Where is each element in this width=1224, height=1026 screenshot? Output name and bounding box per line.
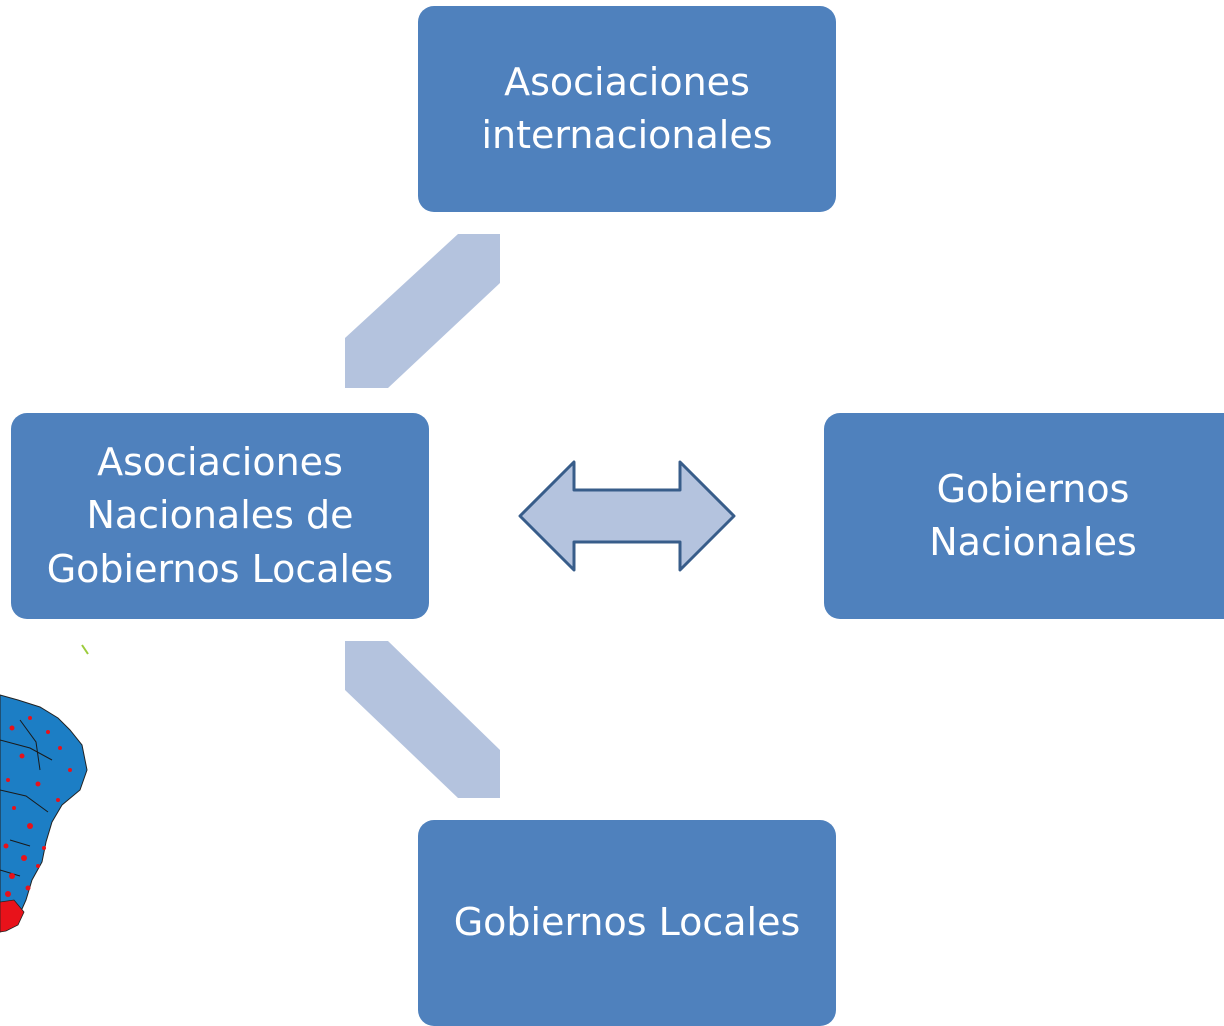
map-land bbox=[0, 694, 88, 933]
arrow-assoc-to-natgov bbox=[518, 460, 736, 572]
node-local-governments: Gobiernos Locales bbox=[418, 820, 836, 1026]
node-label: Gobiernos Nacionales bbox=[929, 466, 1137, 564]
node-label: Gobiernos Locales bbox=[453, 900, 801, 945]
arrow-assoc-to-local bbox=[345, 641, 500, 798]
node-national-associations: Asociaciones Nacionales de Gobiernos Loc… bbox=[11, 413, 429, 619]
node-label: Asociaciones internacionales bbox=[481, 59, 773, 157]
arrow-assoc-to-intl bbox=[345, 234, 500, 388]
map-south-tip bbox=[0, 899, 25, 933]
map-stray-mark bbox=[81, 644, 89, 655]
map-borders bbox=[0, 719, 53, 877]
node-national-governments: Gobiernos Nacionales bbox=[824, 413, 1224, 619]
node-label: Asociaciones Nacionales de Gobiernos Loc… bbox=[46, 440, 394, 591]
node-international-associations: Asociaciones internacionales bbox=[418, 6, 836, 212]
map-fragment bbox=[0, 644, 89, 933]
map-points bbox=[3, 716, 72, 897]
